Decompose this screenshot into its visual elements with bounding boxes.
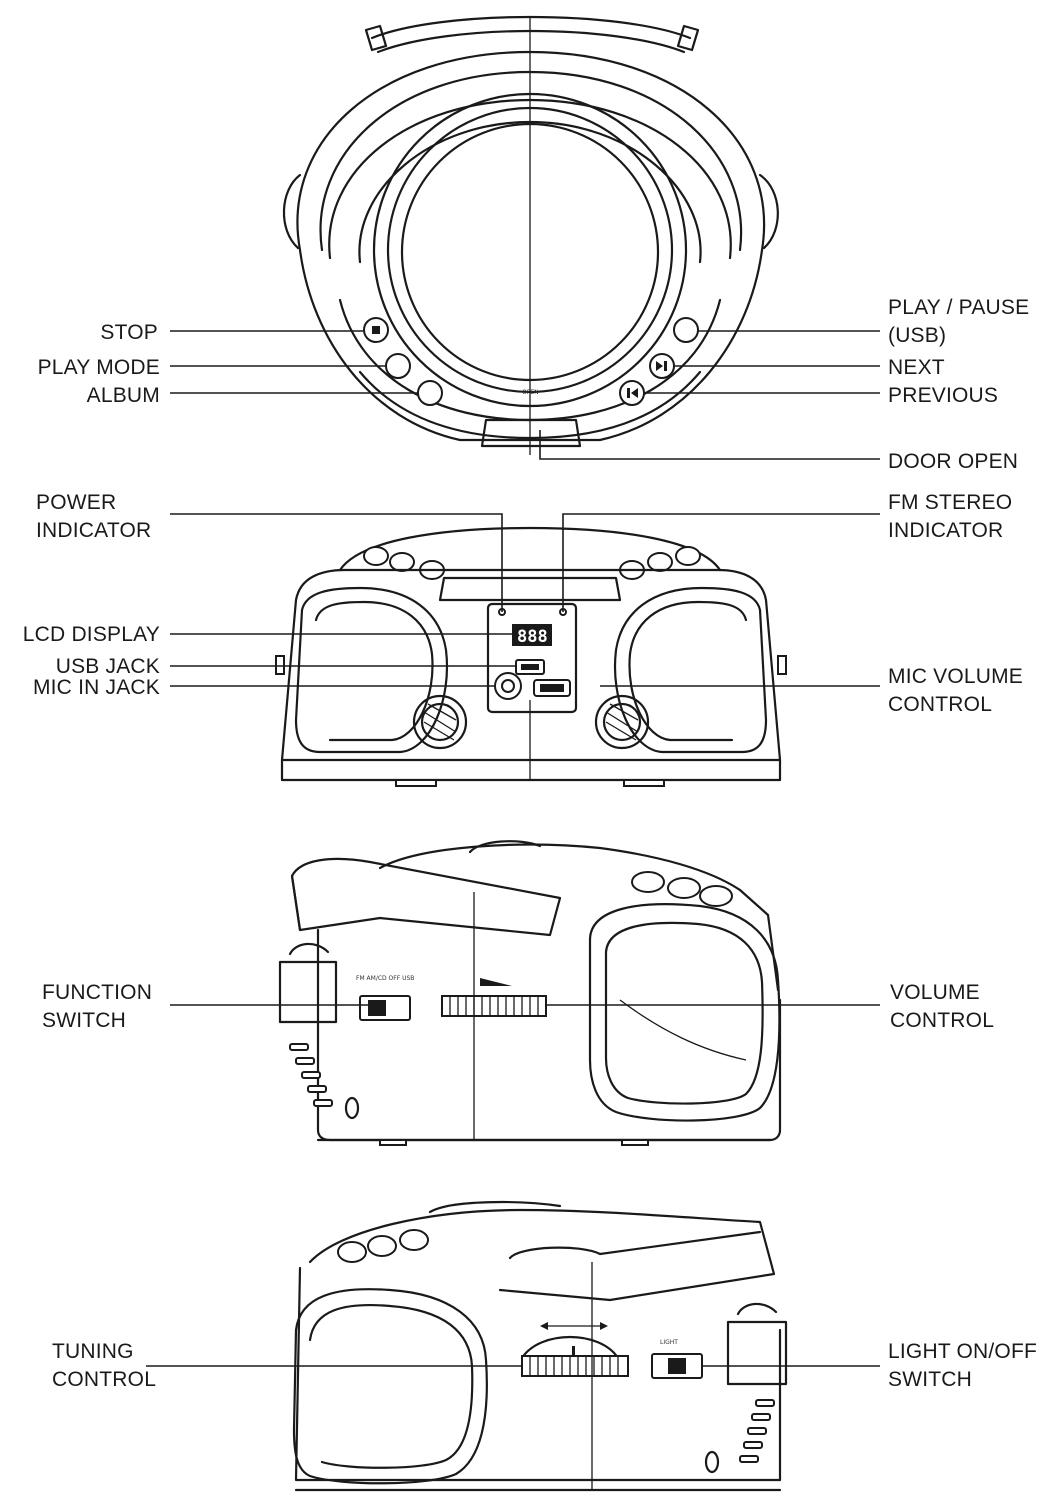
label-function-switch-line2: SWITCH [42, 1009, 126, 1032]
side-view-left-drawing: FM AM/CD OFF USB [278, 840, 782, 1146]
label-play-pause-line2: (USB) [888, 324, 946, 347]
side-view-right-drawing: LIGHT [292, 1200, 788, 1492]
label-fm-stereo-line1: FM STEREO [888, 491, 1012, 514]
label-volume-control-line2: CONTROL [890, 1009, 994, 1032]
label-light-switch-line2: SWITCH [888, 1368, 972, 1391]
label-usb-jack: USB JACK [56, 655, 160, 678]
label-mic-in-jack: MIC IN JACK [33, 676, 160, 699]
label-stop: STOP [100, 321, 158, 344]
front-view-drawing: 888 [275, 526, 787, 787]
label-power-indicator-line2: INDICATOR [36, 519, 151, 542]
label-mic-volume-line1: MIC VOLUME [888, 665, 1023, 688]
top-view-drawing: OPEN [282, 15, 779, 455]
label-album: ALBUM [87, 384, 160, 407]
label-function-switch-line1: FUNCTION [42, 981, 152, 1004]
label-light-switch-line1: LIGHT ON/OFF [888, 1340, 1037, 1363]
svg-text:FM AM/CD OFF USB: FM AM/CD OFF USB [356, 975, 414, 982]
callout-lines [146, 330, 880, 1367]
label-mic-volume-line2: CONTROL [888, 693, 992, 716]
label-play-pause-line1: PLAY / PAUSE [888, 296, 1029, 319]
label-fm-stereo-line2: INDICATOR [888, 519, 1003, 542]
label-previous: PREVIOUS [888, 384, 998, 407]
label-power-indicator-line1: POWER [36, 491, 116, 514]
label-lcd-display: LCD DISPLAY [23, 623, 160, 646]
label-tuning-control-line2: CONTROL [52, 1368, 156, 1391]
label-tuning-control-line1: TUNING [52, 1340, 134, 1363]
label-volume-control-line1: VOLUME [890, 981, 980, 1004]
lcd-digits: 888 [517, 627, 548, 647]
label-next: NEXT [888, 356, 945, 379]
label-play-mode: PLAY MODE [38, 356, 160, 379]
label-door-open: DOOR OPEN [888, 450, 1018, 473]
svg-text:LIGHT: LIGHT [660, 1339, 678, 1346]
